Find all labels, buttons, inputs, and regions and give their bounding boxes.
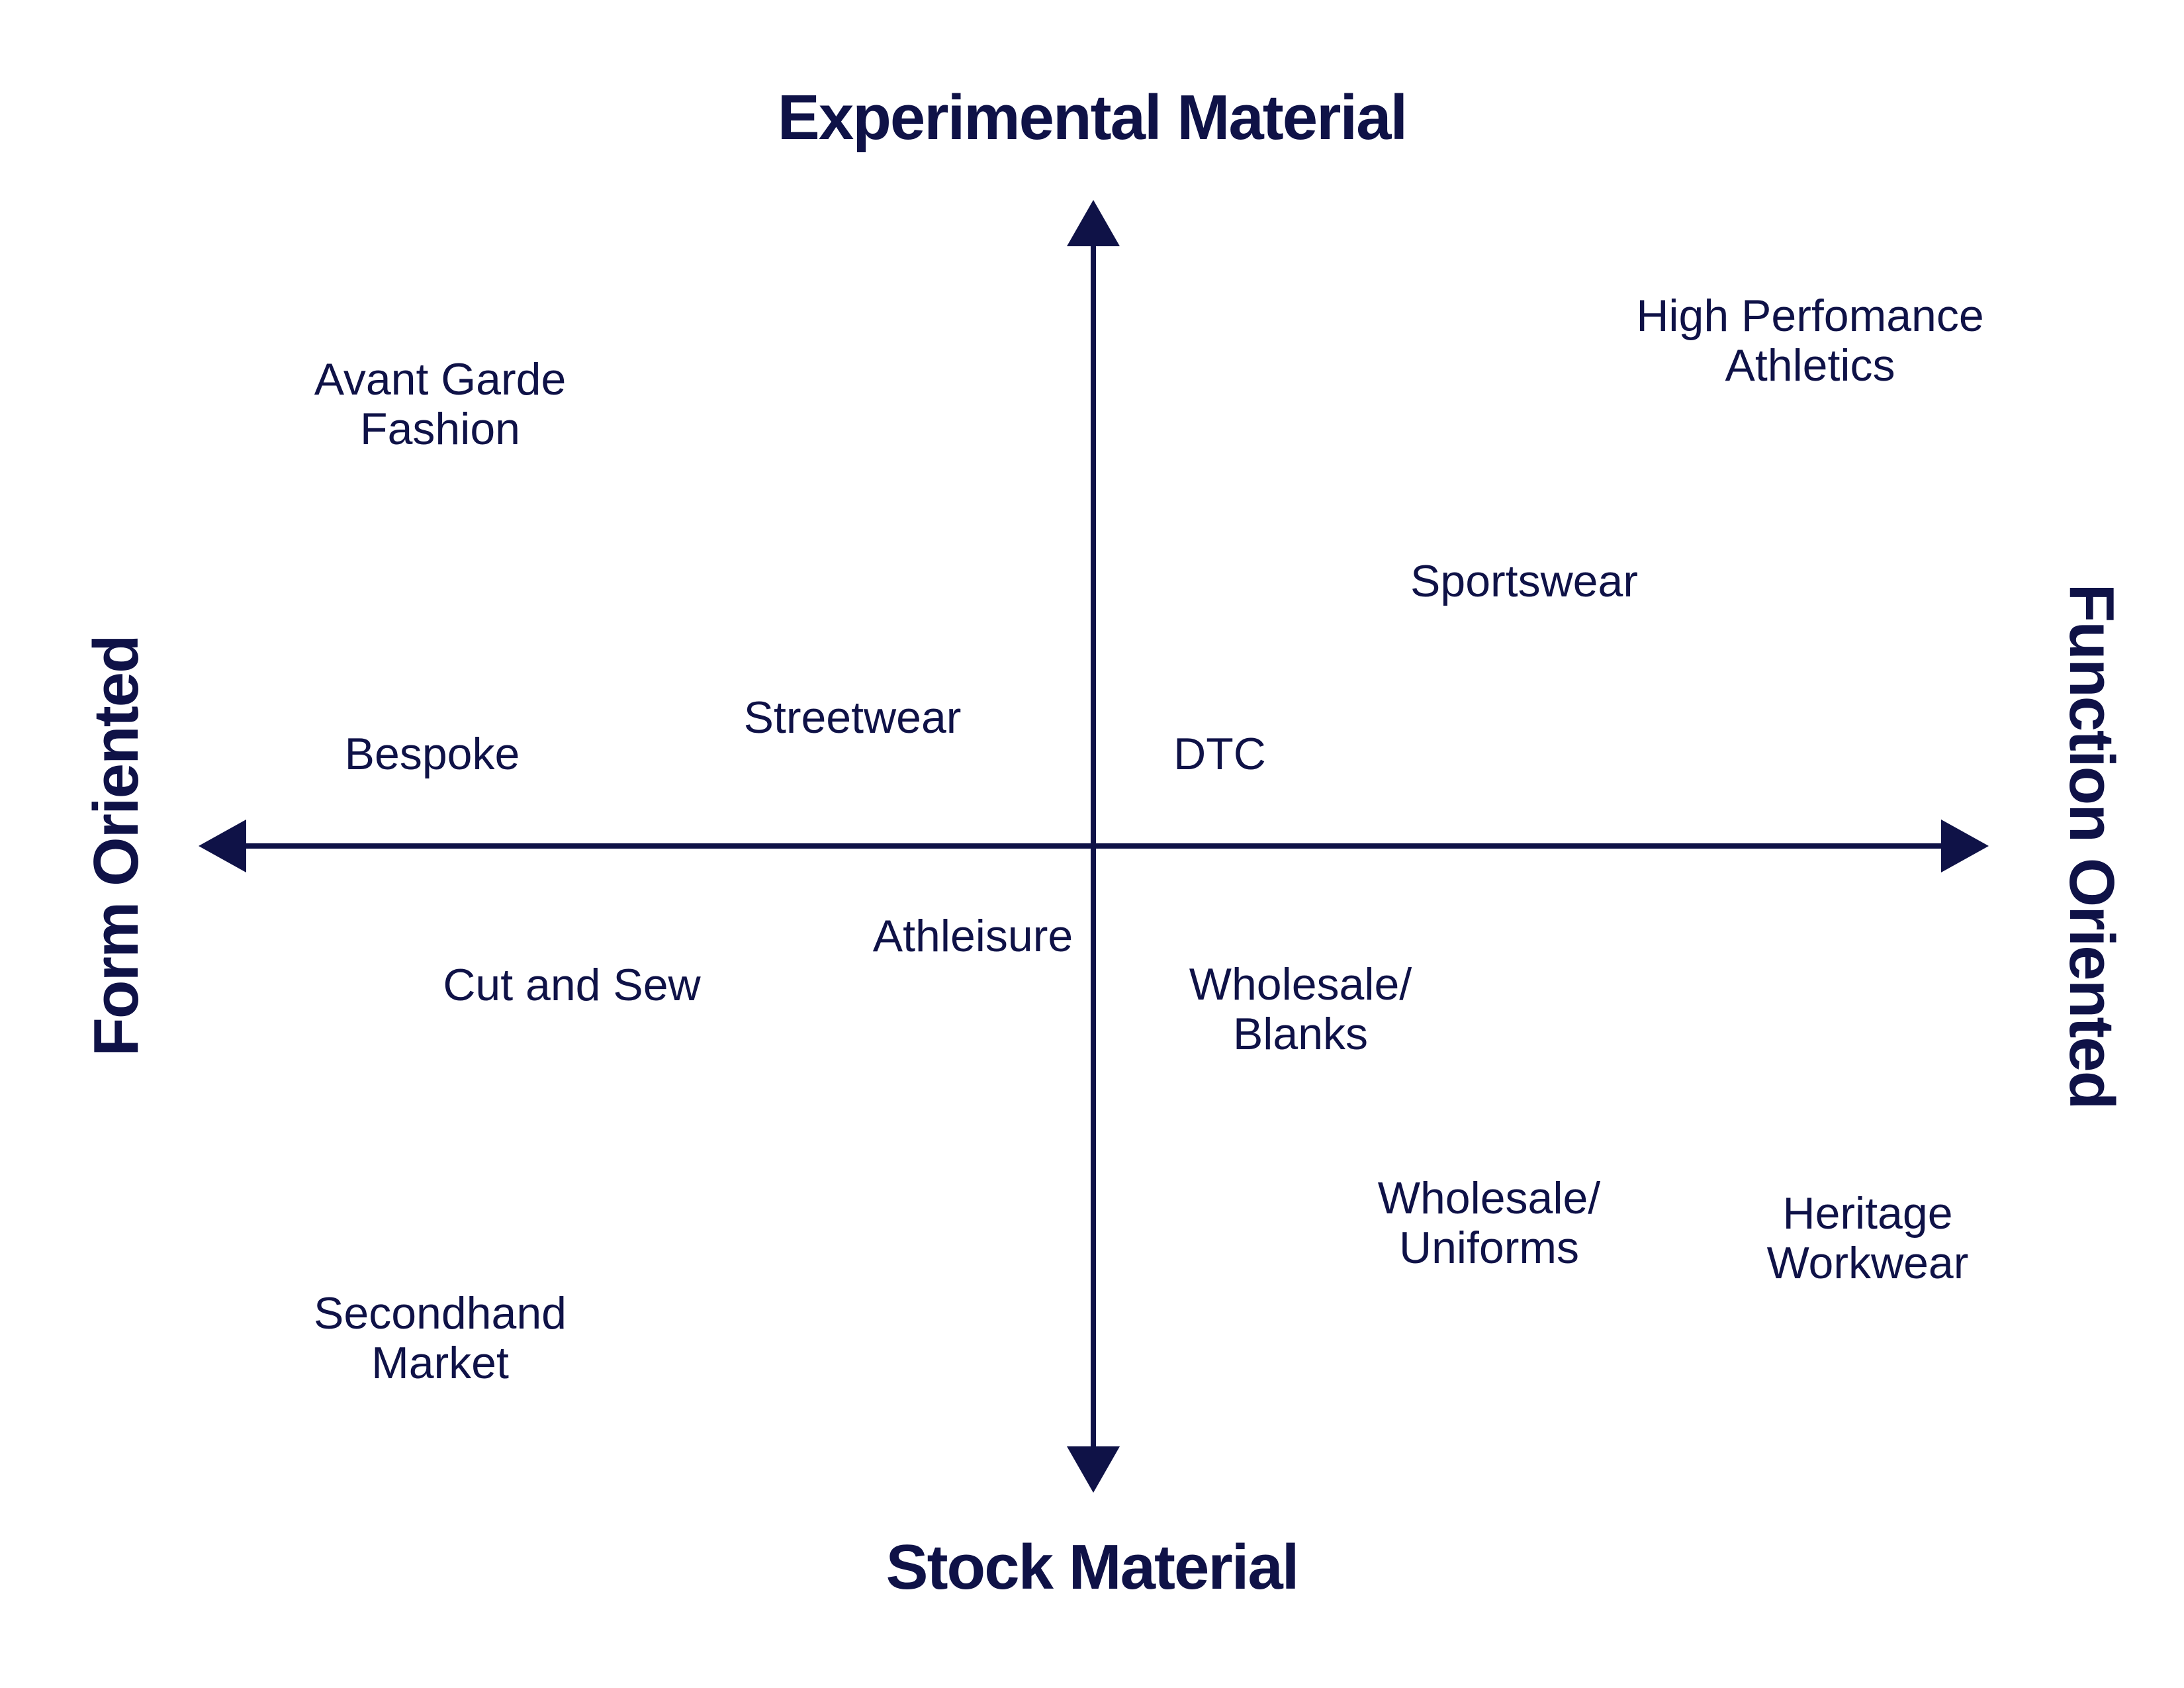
item-athleisure: Athleisure bbox=[873, 912, 1073, 961]
item-label-line: Wholesale/ bbox=[1377, 1173, 1601, 1223]
item-label-line: Sportswear bbox=[1410, 556, 1638, 606]
item-dtc: DTC bbox=[1173, 729, 1266, 779]
item-streetwear: Streetwear bbox=[744, 693, 962, 743]
item-label-line: High Perfomance bbox=[1636, 291, 1984, 341]
item-label-line: Heritage bbox=[1782, 1188, 1953, 1239]
item-secondhand-market: Secondhand Market bbox=[314, 1289, 567, 1388]
item-label-line: Avant Garde bbox=[314, 354, 567, 404]
item-bespoke: Bespoke bbox=[345, 729, 520, 779]
item-heritage-workwear: Heritage Workwear bbox=[1767, 1189, 1969, 1288]
arrow-left-icon bbox=[199, 820, 246, 872]
item-cut-and-sew: Cut and Sew bbox=[443, 961, 700, 1010]
item-label-line: Blanks bbox=[1232, 1009, 1369, 1059]
item-label-line: Secondhand bbox=[314, 1288, 567, 1338]
axis-label-bottom: Stock Material bbox=[886, 1532, 1300, 1603]
item-label-line: Fashion bbox=[360, 404, 520, 454]
item-label-line: Cut and Sew bbox=[443, 960, 701, 1010]
axis-label-right: Function Oriented bbox=[2056, 583, 2127, 1109]
item-label-line: Athletics bbox=[1725, 340, 1895, 391]
item-wholesale-uniforms: Wholesale/ Uniforms bbox=[1378, 1174, 1600, 1273]
axis-label-top: Experimental Material bbox=[777, 82, 1408, 153]
arrow-up-icon bbox=[1067, 200, 1120, 246]
item-label-line: Athleisure bbox=[872, 911, 1073, 961]
item-wholesale-blanks: Wholesale/ Blanks bbox=[1189, 960, 1412, 1059]
item-label-line: Workwear bbox=[1766, 1238, 1969, 1288]
item-label-line: Wholesale/ bbox=[1189, 959, 1412, 1009]
item-avant-garde-fashion: Avant Garde Fashion bbox=[314, 355, 567, 454]
item-label-line: Market bbox=[371, 1338, 509, 1388]
item-label-line: Uniforms bbox=[1398, 1223, 1580, 1273]
item-label-line: Bespoke bbox=[344, 729, 520, 779]
arrow-down-icon bbox=[1067, 1446, 1120, 1493]
arrow-right-icon bbox=[1941, 820, 1989, 872]
item-high-performance-athletics: High Perfomance Athletics bbox=[1636, 291, 1983, 391]
axis-label-left: Form Oriented bbox=[81, 635, 152, 1056]
item-label-line: DTC bbox=[1173, 729, 1266, 779]
item-sportswear: Sportswear bbox=[1410, 557, 1638, 606]
item-label-line: Streetwear bbox=[743, 692, 962, 743]
